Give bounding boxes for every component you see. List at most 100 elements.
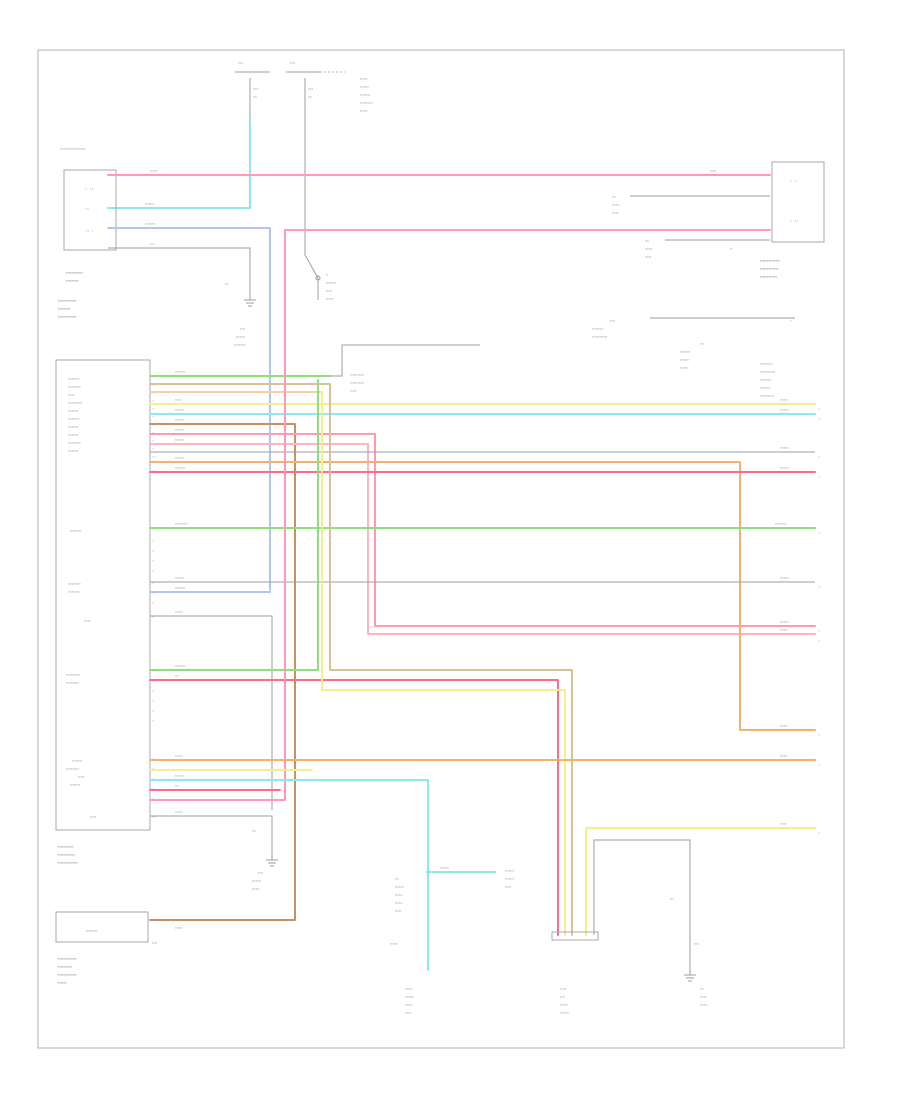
switch-icon: ▪▪ ▪▪▪▪▪▪▪▪ ▪▪▪▪▪ ▪▪▪▪▪▪: [315, 273, 336, 301]
wire-green-670: [149, 379, 319, 671]
relay-box-left: ▪▪▪▪▪▪▪▪▪▪▪▪▪▪▪▪▪▪▪▪ ▪ ▪▪ ▪▪ ▪▪ ▪ ▪▪▪▪▪▪…: [58, 147, 117, 319]
svg-text:▪▪▪▪▪: ▪▪▪▪▪: [710, 169, 716, 173]
svg-text:▪▪▪▪▪: ▪▪▪▪▪: [84, 619, 90, 623]
svg-text:▪▪▪▪▪▪▪▪▪: ▪▪▪▪▪▪▪▪▪: [775, 522, 786, 526]
wire-red-680: [149, 679, 559, 936]
svg-text:▪▪▪▪▪▪: ▪▪▪▪▪▪: [780, 724, 788, 728]
svg-text:▪: ▪: [818, 456, 820, 460]
svg-text:▪▪▪▪▪▪▪▪▪▪: ▪▪▪▪▪▪▪▪▪▪: [68, 385, 81, 389]
ground-icon: [266, 859, 278, 867]
svg-text:▪▪▪▪▪▪: ▪▪▪▪▪▪: [360, 109, 368, 113]
svg-text:▪▪: ▪▪: [152, 376, 156, 380]
svg-text:▪▪▪▪: ▪▪▪▪: [258, 871, 263, 875]
svg-text:▪▪▪▪▪▪▪▪: ▪▪▪▪▪▪▪▪: [145, 222, 155, 226]
svg-text:▪▪▪▪▪▪▪▪▪▪▪▪: ▪▪▪▪▪▪▪▪▪▪▪▪: [66, 270, 84, 275]
svg-text:▪▪▪▪▪: ▪▪▪▪▪: [68, 393, 74, 397]
svg-text:▪▪▪▪▪▪▪: ▪▪▪▪▪▪▪: [175, 418, 184, 422]
svg-text:▪: ▪: [152, 680, 154, 684]
svg-text:▪▪▪▪▪▪: ▪▪▪▪▪▪: [395, 893, 403, 897]
svg-text:▪▪▪▪▪▪: ▪▪▪▪▪▪: [680, 366, 688, 370]
svg-text:▪▪▪▪▪▪▪: ▪▪▪▪▪▪▪: [780, 408, 789, 412]
svg-text:▪▪▪▪▪▪: ▪▪▪▪▪▪: [390, 942, 398, 946]
svg-text:▪▪▪▪▪▪: ▪▪▪▪▪▪: [395, 901, 403, 905]
wire-gray-mid: [330, 344, 480, 377]
svg-text:▪▪▪▪▪▪▪▪▪: ▪▪▪▪▪▪▪▪▪: [760, 378, 771, 382]
svg-text:▪▪▪▪▪▪▪▪▪▪: ▪▪▪▪▪▪▪▪▪▪: [68, 441, 81, 445]
svg-text:▪▪▪▪▪▪: ▪▪▪▪▪▪: [175, 926, 183, 930]
wire-gray-ground: [108, 247, 251, 300]
svg-text:▪: ▪: [818, 408, 820, 412]
svg-text:▪▪▪▪▪▪▪: ▪▪▪▪▪▪▪: [175, 774, 184, 778]
svg-text:▪▪▪▪▪▪▪▪▪: ▪▪▪▪▪▪▪▪▪: [68, 417, 79, 421]
svg-text:▪: ▪: [152, 448, 154, 452]
svg-text:▪▪▪▪▪: ▪▪▪▪▪: [90, 815, 96, 819]
svg-text:▪▪▪▪▪▪: ▪▪▪▪▪▪: [645, 247, 653, 251]
svg-text:▪▪▪▪▪▪▪: ▪▪▪▪▪▪▪: [440, 866, 449, 870]
svg-text:▪▪▪▪▪: ▪▪▪▪▪: [560, 987, 566, 991]
svg-text:▪▪▪: ▪▪▪: [175, 674, 179, 678]
svg-text:▪▪▪: ▪▪▪: [225, 282, 229, 286]
svg-text:▪▪▪: ▪▪▪: [150, 242, 154, 246]
svg-text:▪▪▪▪▪▪: ▪▪▪▪▪▪: [175, 610, 183, 614]
svg-text:▪: ▪: [152, 700, 154, 704]
svg-text:▪▪▪▪▪▪▪▪: ▪▪▪▪▪▪▪▪: [70, 783, 80, 787]
svg-text:▪▪▪▪▪▪: ▪▪▪▪▪▪: [612, 203, 620, 207]
svg-text:▪▪▪▪▪▪▪: ▪▪▪▪▪▪▪: [175, 438, 184, 442]
svg-text:▪▪▪▪▪▪▪: ▪▪▪▪▪▪▪: [780, 620, 789, 624]
svg-text:▪▪▪▪▪▪▪▪: ▪▪▪▪▪▪▪▪: [72, 759, 82, 763]
svg-text:▪: ▪: [152, 384, 154, 388]
svg-text:▪▪▪▪▪▪▪▪▪▪▪▪: ▪▪▪▪▪▪▪▪▪▪▪▪: [760, 274, 778, 279]
svg-text:▪▪▪▪▪▪▪▪▪▪▪▪▪▪: ▪▪▪▪▪▪▪▪▪▪▪▪▪▪: [58, 860, 78, 865]
svg-text:▪▪▪▪▪: ▪▪▪▪▪: [350, 389, 356, 393]
svg-text:▪▪▪▪▪: ▪▪▪▪▪: [395, 909, 401, 913]
svg-text:▪▪▪▪▪▪▪: ▪▪▪▪▪▪▪: [175, 576, 184, 580]
svg-text:▪▪▪: ▪▪▪: [612, 195, 616, 199]
svg-text:▪▪▪▪▪▪▪▪▪▪▪▪▪: ▪▪▪▪▪▪▪▪▪▪▪▪▪: [760, 266, 779, 271]
wire-feed-gray-2: [304, 78, 319, 279]
wire-yellow-vertical: [321, 391, 566, 936]
svg-text:▪ ▪: ▪ ▪: [790, 180, 796, 184]
svg-text:▪▪▪▪▪▪: ▪▪▪▪▪▪: [175, 810, 183, 814]
diagram-frame: [37, 49, 845, 1049]
module-bottom-left: ▪▪▪▪▪▪▪▪▪ ▪▪▪▪▪▪ ▪▪▪▪ ▪▪▪▪▪▪▪▪▪▪▪▪▪ ▪▪▪▪…: [55, 911, 183, 985]
svg-text:▪▪▪: ▪▪▪: [670, 897, 674, 901]
svg-text:▪▪▪▪▪▪▪▪▪▪: ▪▪▪▪▪▪▪▪▪▪: [760, 362, 773, 366]
wire-tan-vertical: [299, 383, 573, 936]
svg-text:▪▪▪: ▪▪▪: [308, 95, 312, 99]
svg-text:▪▪▪▪▪▪▪▪▪: ▪▪▪▪▪▪▪▪▪: [234, 343, 245, 347]
svg-text:▪▪▪▪▪▪▪▪: ▪▪▪▪▪▪▪▪: [175, 466, 185, 470]
svg-text:▪▪▪▪▪▪▪▪: ▪▪▪▪▪▪▪▪: [175, 586, 185, 590]
svg-text:▪▪▪▪▪▪▪▪▪: ▪▪▪▪▪▪▪▪▪: [70, 529, 81, 533]
svg-text:▪▪▪: ▪▪▪: [253, 95, 257, 99]
svg-text:▪▪▪▪▪▪▪▪▪▪▪▪▪: ▪▪▪▪▪▪▪▪▪▪▪▪▪: [58, 972, 77, 977]
svg-text:▪▪▪▪▪▪▪▪▪▪▪: ▪▪▪▪▪▪▪▪▪▪▪: [350, 373, 364, 377]
wire-brown-1: [149, 423, 296, 921]
connector-icon: ▪▪▪▪▪ ▪▪▪▪ ▪▪▪▪▪▪ ▪▪▪▪▪▪▪: [551, 931, 599, 1015]
svg-text:▪▪▪▪▪▪: ▪▪▪▪▪▪: [58, 980, 67, 985]
svg-text:▪: ▪: [152, 392, 154, 396]
svg-text:▪: ▪: [152, 440, 154, 444]
svg-text:▪: ▪: [152, 710, 154, 714]
svg-text:▪▪▪▪▪▪▪▪▪▪: ▪▪▪▪▪▪▪▪▪▪: [175, 522, 188, 526]
svg-text:▪ ▪▪: ▪ ▪▪: [790, 220, 799, 224]
svg-text:▪▪ ▪: ▪▪ ▪: [85, 230, 94, 234]
svg-text:▪▪▪▪▪: ▪▪▪▪▪: [505, 885, 511, 889]
svg-text:▪▪▪▪: ▪▪▪▪: [152, 941, 157, 945]
svg-text:▪: ▪: [818, 418, 820, 422]
svg-text:▪▪▪▪▪▪▪: ▪▪▪▪▪▪▪: [236, 335, 245, 339]
svg-text:▪▪▪▪▪▪▪▪▪▪▪▪▪▪: ▪▪▪▪▪▪▪▪▪▪▪▪▪▪: [760, 258, 780, 263]
svg-text:▪▪▪▪▪▪: ▪▪▪▪▪▪: [252, 887, 260, 891]
wire-gray-616: [150, 615, 273, 810]
svg-text:▪▪▪▪▪▪▪▪▪▪: ▪▪▪▪▪▪▪▪▪▪: [360, 101, 373, 105]
svg-text:▪▪▪▪▪▪▪▪▪▪▪: ▪▪▪▪▪▪▪▪▪▪▪: [760, 394, 774, 398]
svg-text:▪: ▪: [152, 616, 154, 620]
svg-text:▪: ▪: [152, 602, 154, 606]
svg-text:▪▪▪▪▪▪▪: ▪▪▪▪▪▪▪: [252, 879, 261, 883]
svg-text:▪▪▪▪▪▪: ▪▪▪▪▪▪: [175, 754, 183, 758]
svg-text:▪▪▪▪▪▪▪: ▪▪▪▪▪▪▪: [780, 576, 789, 580]
svg-text:▪▪▪▪▪▪▪▪▪▪: ▪▪▪▪▪▪▪▪▪▪: [66, 767, 79, 771]
svg-text:▪▪▪▪▪▪: ▪▪▪▪▪▪: [560, 1003, 568, 1007]
wire-pink-vertical: [149, 229, 286, 801]
svg-text:▪▪▪▪▪▪▪: ▪▪▪▪▪▪▪: [395, 885, 404, 889]
svg-text:▪▪▪▪▪▪▪▪: ▪▪▪▪▪▪▪▪: [326, 281, 336, 285]
